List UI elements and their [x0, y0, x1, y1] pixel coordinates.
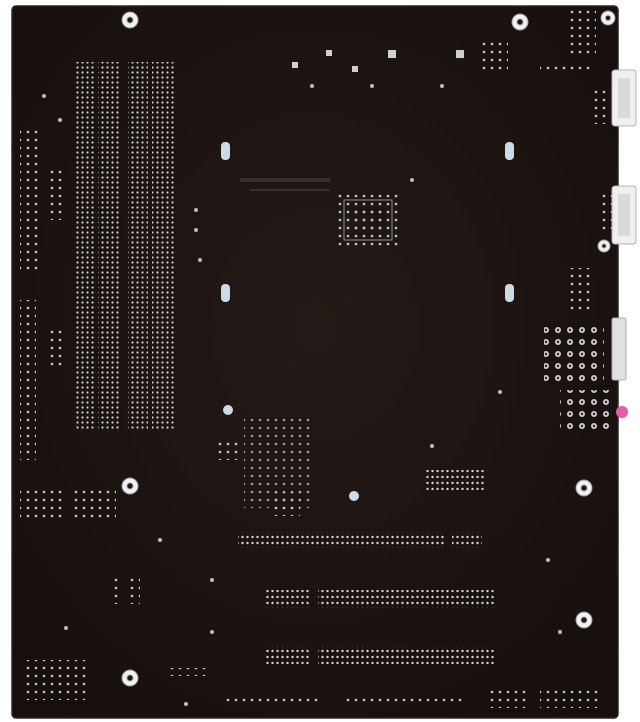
right-io-pins: [544, 88, 614, 434]
left-edge-pins: [20, 130, 66, 460]
rear-io-connectors: [611, 69, 637, 418]
audio-jack-pink: [616, 406, 628, 418]
bottom-edge-headers: [166, 668, 600, 708]
top-component-pads: [292, 10, 596, 72]
dimm-pin-fields: [74, 62, 174, 430]
cooler-standoffs: [221, 142, 514, 501]
chipset-vias: [216, 414, 314, 516]
mounting-holes: [121, 10, 616, 687]
cpu-socket-back: [240, 178, 400, 248]
pci-slots: [266, 590, 494, 664]
pcie-x16-slot: [238, 532, 482, 548]
io-connector-mid: [611, 317, 627, 381]
scattered-vias: [42, 84, 562, 706]
pcie-x1-slot: [424, 470, 484, 490]
bottom-left-headers: [20, 488, 140, 700]
